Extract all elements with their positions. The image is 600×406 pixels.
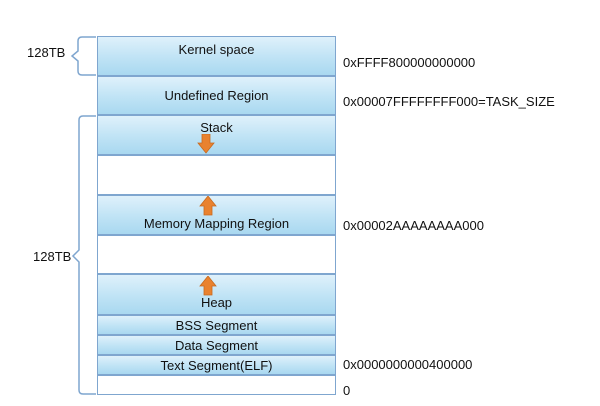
brace-lines — [70, 36, 96, 395]
zero-address: 0 — [343, 383, 351, 398]
task-size-address: 0x00007FFFFFFFF000=TASK_SIZE — [343, 94, 555, 109]
arrow-up-icon — [199, 196, 217, 216]
arrow-up-icon — [199, 276, 217, 296]
stack-segment: Stack — [97, 115, 336, 155]
arrow-down-icon — [197, 134, 215, 154]
kernel-space-label: Kernel space — [178, 42, 255, 57]
data-label: Data Segment — [174, 337, 259, 353]
heap-segment: Heap — [97, 274, 336, 315]
bss-label: BSS Segment — [175, 317, 258, 333]
undefined-region-segment: Undefined Region — [97, 76, 336, 115]
undefined-region-label: Undefined Region — [164, 88, 269, 103]
kernel-space-segment: Kernel space — [97, 36, 336, 76]
kernel-size-label: 128TB — [27, 45, 66, 60]
stack-label: Stack — [200, 120, 233, 135]
mmap-gap — [97, 235, 336, 274]
text-base-address: 0x0000000000400000 — [343, 357, 473, 372]
kernel-base-address: 0xFFFF800000000000 — [343, 55, 476, 70]
user-brace — [71, 115, 96, 395]
data-segment: Data Segment — [97, 335, 336, 355]
bss-segment: BSS Segment — [97, 315, 336, 335]
text-label: Text Segment(ELF) — [160, 357, 273, 373]
stack-gap — [97, 155, 336, 195]
mmap-base-address: 0x00002AAAAAAAA000 — [343, 218, 484, 233]
kernel-brace — [70, 36, 96, 76]
reserved-bottom-segment — [97, 375, 336, 395]
memory-mapping-label: Memory Mapping Region — [143, 216, 290, 231]
user-size-label: 128TB — [33, 249, 72, 264]
memory-mapping-segment: Memory Mapping Region — [97, 195, 336, 235]
text-segment: Text Segment(ELF) — [97, 355, 336, 375]
heap-label: Heap — [200, 295, 233, 310]
